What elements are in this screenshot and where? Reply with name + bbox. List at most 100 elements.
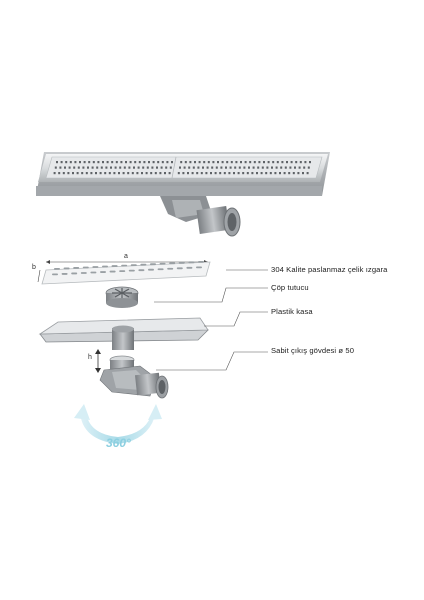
grate-slot: [299, 161, 302, 164]
grate-slot: [71, 272, 78, 275]
grate-slot: [92, 266, 99, 268]
grate-slot: [90, 271, 97, 274]
grate-slot: [129, 161, 132, 164]
grate-slot: [160, 166, 163, 169]
grate-slot: [283, 172, 286, 175]
grate-slot: [122, 172, 125, 175]
grate-slot: [106, 161, 109, 164]
grate-slot: [91, 166, 94, 169]
grate-slot: [198, 260, 204, 263]
grate-slot: [211, 166, 214, 169]
grate-slot: [141, 172, 143, 175]
grate-slot: [229, 166, 232, 169]
grate-slot: [143, 161, 146, 164]
grate-slot: [159, 262, 166, 265]
grate-slot: [63, 267, 70, 270]
grate-slot: [188, 261, 195, 264]
grate-slot: [188, 166, 191, 169]
grate-slot: [127, 172, 130, 175]
grate-slot: [194, 161, 196, 164]
grate-slot: [280, 166, 283, 169]
grate-slot: [200, 172, 203, 175]
grate-slot: [164, 172, 166, 175]
grate-slot: [226, 161, 229, 164]
grate-slot: [182, 172, 185, 175]
grate-slot: [252, 166, 255, 169]
grate-slot: [235, 161, 238, 164]
grate-slot: [242, 172, 245, 175]
grate-slot: [261, 166, 264, 169]
grate-slot: [137, 166, 140, 169]
grate-slot: [221, 161, 224, 164]
grate-slot: [198, 161, 201, 164]
grate-slot: [267, 161, 270, 164]
grate-slot: [263, 161, 265, 164]
grate-slot: [286, 161, 288, 164]
label-grate: 304 Kalite paslanmaz çelik ızgara: [271, 265, 388, 274]
grate-slot: [59, 166, 62, 169]
grate-slot: [150, 263, 156, 266]
grate-slot: [304, 161, 307, 164]
dimension-h-label: h: [88, 354, 92, 361]
grate-slot: [256, 172, 258, 175]
grate-slot: [306, 172, 309, 175]
grate-slot: [95, 172, 97, 175]
grate-slot: [230, 161, 233, 164]
grate-slot: [54, 166, 57, 169]
grate-slot: [148, 268, 154, 271]
grate-slot: [61, 273, 68, 275]
grate-slot: [52, 273, 58, 276]
grate-slot: [234, 166, 237, 169]
grate-slot: [85, 172, 88, 175]
grate-slot: [111, 265, 118, 267]
grate-slot: [176, 267, 183, 270]
grate-slot: [274, 172, 277, 175]
grate-slot: [102, 161, 104, 164]
grate-slot: [292, 172, 295, 175]
grate-slot: [136, 172, 139, 175]
grate-slot: [210, 172, 212, 175]
grate-slot: [104, 172, 107, 175]
grate-slot: [56, 161, 58, 164]
grate-slot: [187, 172, 189, 175]
grate-slot: [237, 172, 240, 175]
grate-slot: [177, 172, 180, 175]
grate-slot: [119, 166, 122, 169]
grate-slot: [138, 161, 141, 164]
grate-slot: [217, 161, 219, 164]
grate-slot: [151, 166, 154, 169]
grate-slot: [113, 172, 116, 175]
grate-slot: [157, 161, 160, 164]
grate-slot: [118, 172, 120, 175]
grate-slot: [265, 172, 268, 175]
grate-slot: [220, 166, 223, 169]
grate-slot: [272, 161, 275, 164]
grate-slot: [97, 161, 100, 164]
grate-slot: [150, 172, 153, 175]
grate-slot: [271, 166, 273, 169]
grate-slot: [99, 172, 102, 175]
grate-slot: [159, 172, 162, 175]
grate-slot: [203, 161, 206, 164]
grate-slot: [73, 166, 76, 169]
grate-slot: [196, 266, 202, 269]
grate-slot: [74, 161, 77, 164]
grate-slot: [140, 263, 147, 266]
grate-slot: [251, 172, 254, 175]
rotation-360-label: 360°: [106, 436, 131, 450]
grate-slot: [152, 161, 155, 164]
grate-slot: [284, 166, 287, 169]
grate-slots: [53, 161, 311, 175]
grate-slot: [166, 161, 169, 164]
grate-slot: [54, 268, 60, 270]
grate-slot: [298, 166, 301, 169]
grate-slot: [100, 166, 103, 169]
grate-slot: [289, 166, 292, 169]
grate-slot: [128, 166, 131, 169]
grate-slot: [197, 166, 200, 169]
grate-slot: [202, 166, 204, 169]
grate-slot: [114, 166, 117, 169]
grate-slot: [249, 161, 252, 164]
grate-slot: [81, 172, 84, 175]
